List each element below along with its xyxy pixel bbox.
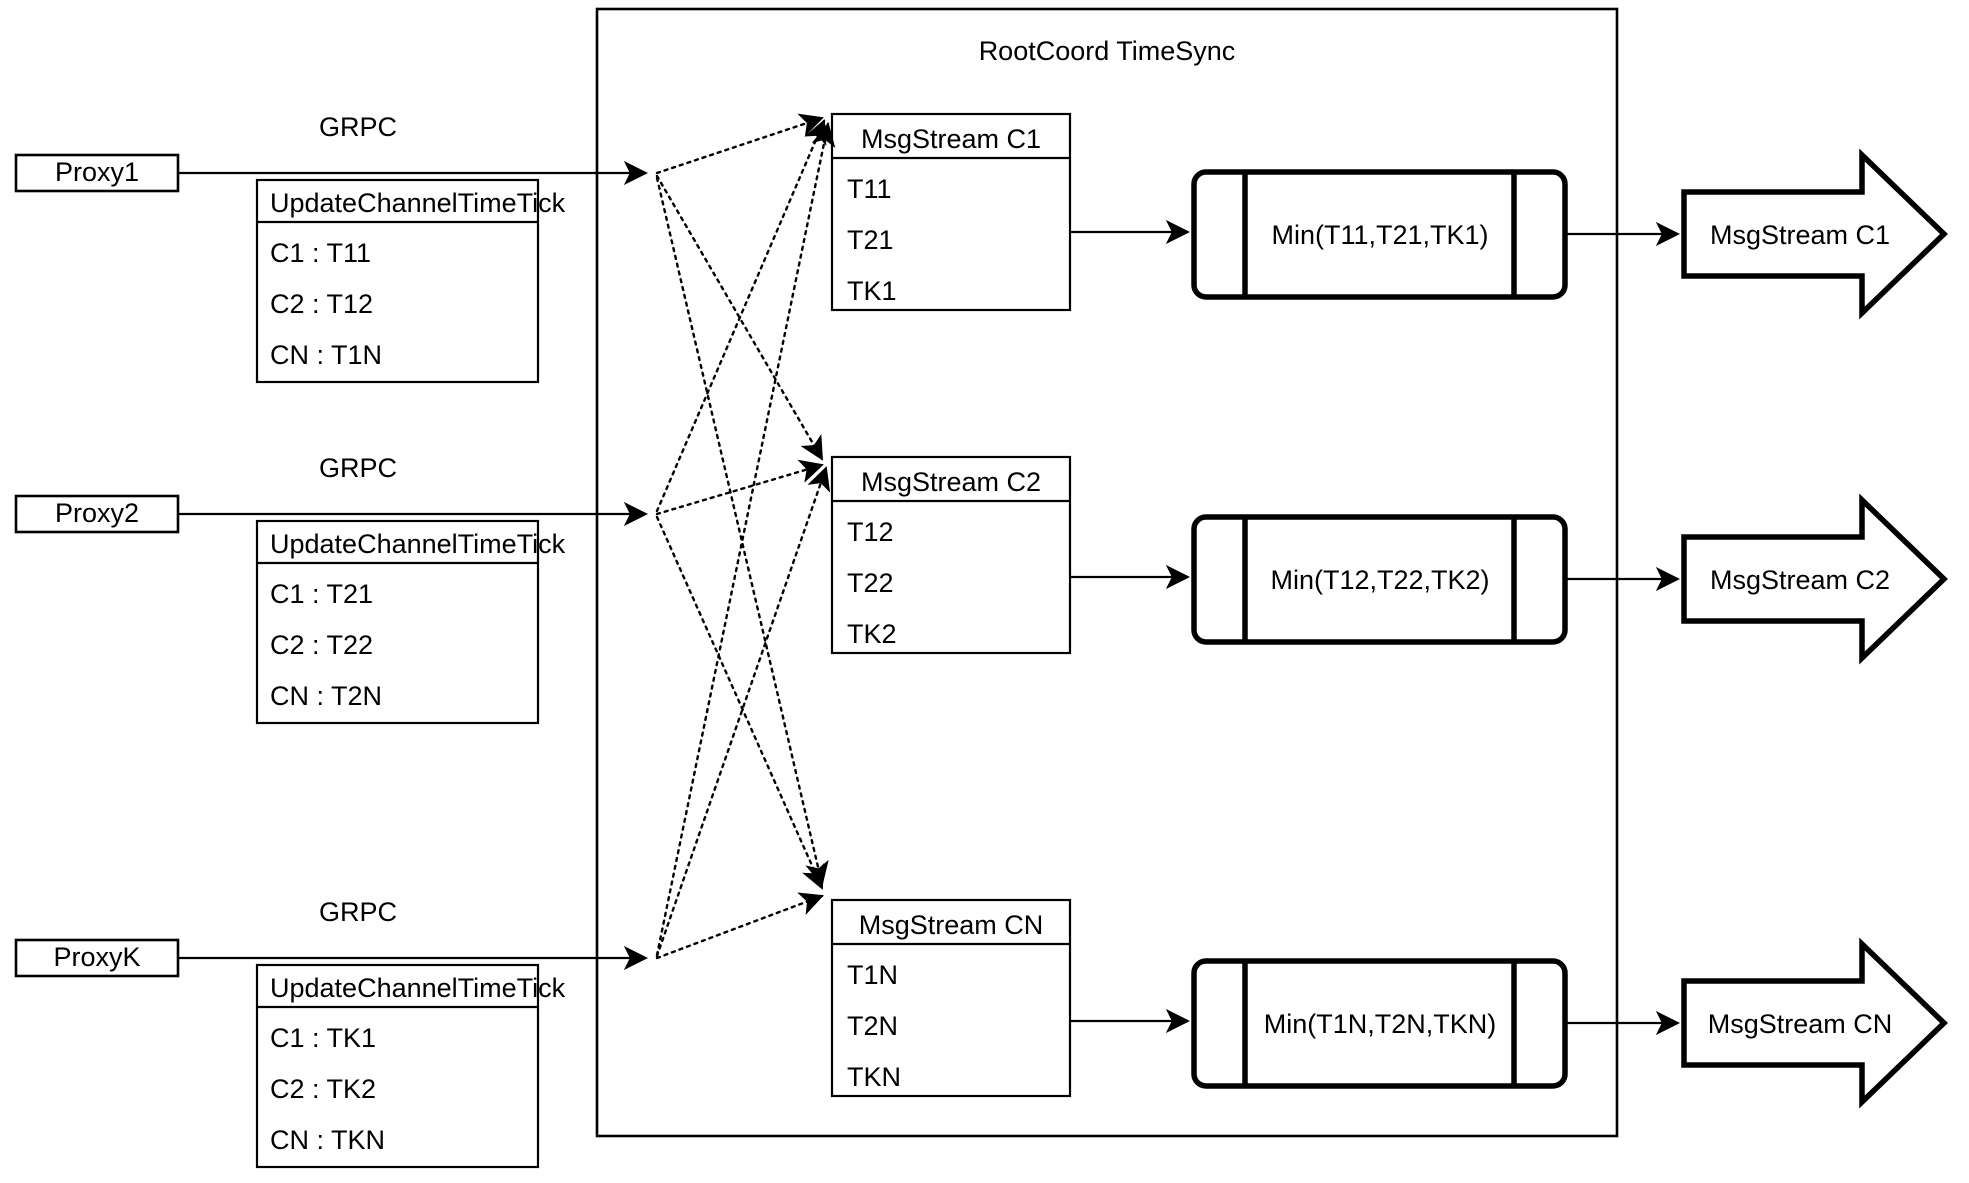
- proxy-box-3[interactable]: ProxyK: [14, 938, 180, 978]
- msgstream-row: T21: [847, 225, 894, 255]
- min-processor-2: Min(T12,T22,TK2): [1191, 514, 1568, 645]
- proxy-label: Proxy1: [55, 157, 139, 187]
- proxy-group-2: Proxy2 GRPC UpdateChannelTimeTick C1 : T…: [14, 453, 649, 725]
- card-row: C1 : T11: [270, 238, 371, 268]
- output-label-3: MsgStream CN: [1708, 1009, 1893, 1039]
- card-row: C2 : TK2: [270, 1074, 376, 1104]
- dispatch-edge-2-2: [655, 459, 824, 516]
- channel-group-2: MsgStream C2 T12 T22 TK2 Min(T12,T22,TK2…: [830, 455, 1948, 665]
- card-row: CN : T2N: [270, 681, 382, 711]
- msgstream-row: TK2: [847, 619, 897, 649]
- dispatch-edge-3-1: [655, 122, 836, 957]
- dispatch-edge-1-1: [655, 113, 824, 175]
- msgstream-row: T1N: [847, 960, 898, 990]
- msgstream-row: T11: [847, 174, 892, 204]
- update-channel-timetick-card-3: UpdateChannelTimeTick C1 : TK1 C2 : TK2 …: [255, 963, 566, 1169]
- min-processor-1: Min(T11,T21,TK1): [1191, 169, 1568, 300]
- msgstream-row: TK1: [847, 276, 897, 306]
- proxy-label: ProxyK: [53, 942, 140, 972]
- output-label-2: MsgStream C2: [1710, 565, 1890, 595]
- proxy-label: Proxy2: [55, 498, 139, 528]
- proxy-group-1: Proxy1 GRPC UpdateChannelTimeTick C1 : T…: [14, 112, 649, 384]
- output-label-1: MsgStream C1: [1710, 220, 1890, 250]
- grpc-label-1: GRPC: [319, 112, 397, 142]
- msgstream-header-2: MsgStream C2: [861, 467, 1041, 497]
- card-row: C1 : TK1: [270, 1023, 376, 1053]
- proxy-box-1[interactable]: Proxy1: [14, 153, 180, 193]
- msgstream-box-2: MsgStream C2 T12 T22 TK2: [830, 455, 1072, 655]
- dispatch-edge-3-2: [655, 466, 831, 958]
- min-label-1: Min(T11,T21,TK1): [1271, 220, 1488, 250]
- output-msgstream-arrow-2: MsgStream C2: [1681, 493, 1948, 665]
- card-header-1: UpdateChannelTimeTick: [270, 188, 566, 218]
- msgstream-row: T12: [847, 517, 894, 547]
- output-msgstream-arrow-3: MsgStream CN: [1681, 937, 1948, 1109]
- msgstream-box-3: MsgStream CN T1N T2N TKN: [830, 898, 1072, 1098]
- msgstream-box-1: MsgStream C1 T11 T21 TK1: [830, 112, 1072, 312]
- output-msgstream-arrow-1: MsgStream C1: [1681, 148, 1948, 320]
- channel-group-3: MsgStream CN T1N T2N TKN Min(T1N,T2N,TKN…: [830, 898, 1948, 1109]
- msgstream-row: TKN: [847, 1062, 901, 1092]
- dispatch-edge-3-3: [655, 892, 824, 960]
- msgstream-row: T22: [847, 568, 894, 598]
- dispatch-edge-2-3: [655, 515, 825, 890]
- grpc-label-3: GRPC: [319, 897, 397, 927]
- card-row: CN : T1N: [270, 340, 382, 370]
- msgstream-row: T2N: [847, 1011, 898, 1041]
- channel-group-1: MsgStream C1 T11 T21 TK1 Min(T11,T21,TK1…: [830, 112, 1948, 320]
- card-row: C2 : T22: [270, 630, 373, 660]
- proxy-group-3: ProxyK GRPC UpdateChannelTimeTick C1 : T…: [14, 897, 649, 1169]
- grpc-label-2: GRPC: [319, 453, 397, 483]
- msgstream-header-1: MsgStream C1: [861, 124, 1041, 154]
- msgstream-header-3: MsgStream CN: [859, 910, 1044, 940]
- card-header-3: UpdateChannelTimeTick: [270, 973, 566, 1003]
- card-row: C1 : T21: [270, 579, 373, 609]
- dispatch-edge-1-3: [655, 176, 829, 886]
- rootcoord-timesync-container: RootCoord TimeSync: [595, 7, 1619, 1138]
- min-label-3: Min(T1N,T2N,TKN): [1264, 1009, 1497, 1039]
- update-channel-timetick-card-2: UpdateChannelTimeTick C1 : T21 C2 : T22 …: [255, 519, 566, 725]
- timetick-dispatch-edges: [655, 113, 836, 960]
- container-title: RootCoord TimeSync: [979, 36, 1236, 66]
- proxy-box-2[interactable]: Proxy2: [14, 494, 180, 534]
- card-header-2: UpdateChannelTimeTick: [270, 529, 566, 559]
- min-processor-3: Min(T1N,T2N,TKN): [1191, 958, 1568, 1089]
- dispatch-edge-2-1: [655, 119, 827, 513]
- update-channel-timetick-card-1: UpdateChannelTimeTick C1 : T11 C2 : T12 …: [255, 178, 566, 384]
- min-label-2: Min(T12,T22,TK2): [1270, 565, 1489, 595]
- card-row: CN : TKN: [270, 1125, 385, 1155]
- card-row: C2 : T12: [270, 289, 373, 319]
